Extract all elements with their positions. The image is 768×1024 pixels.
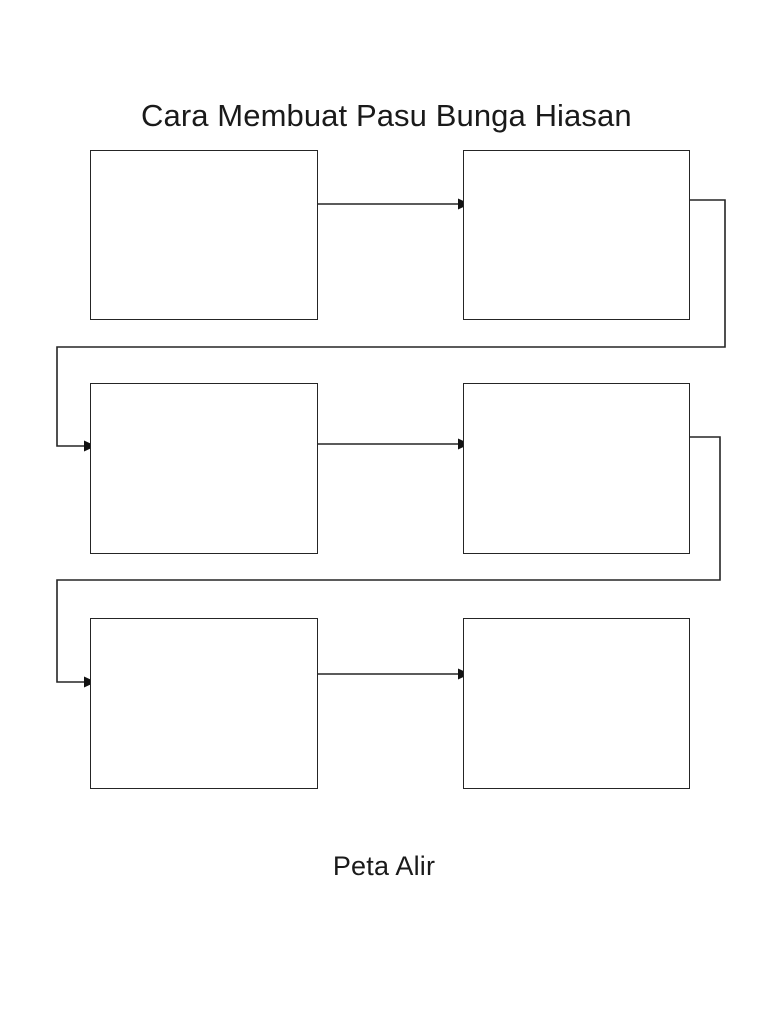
flow-step-box-5[interactable] (90, 618, 318, 789)
connector-step3-to-step4 (318, 438, 470, 450)
diagram-caption: Peta Alir (332, 851, 436, 881)
flow-step-box-3[interactable] (90, 383, 318, 554)
connector-step1-to-step2 (318, 198, 470, 210)
page-title: Cara Membuat Pasu Bunga Hiasan (141, 98, 632, 133)
flow-step-box-6[interactable] (463, 618, 690, 789)
flow-step-box-4[interactable] (463, 383, 690, 554)
connector-step5-to-step6 (318, 668, 470, 680)
flow-step-box-2[interactable] (463, 150, 690, 320)
flow-step-box-1[interactable] (90, 150, 318, 320)
